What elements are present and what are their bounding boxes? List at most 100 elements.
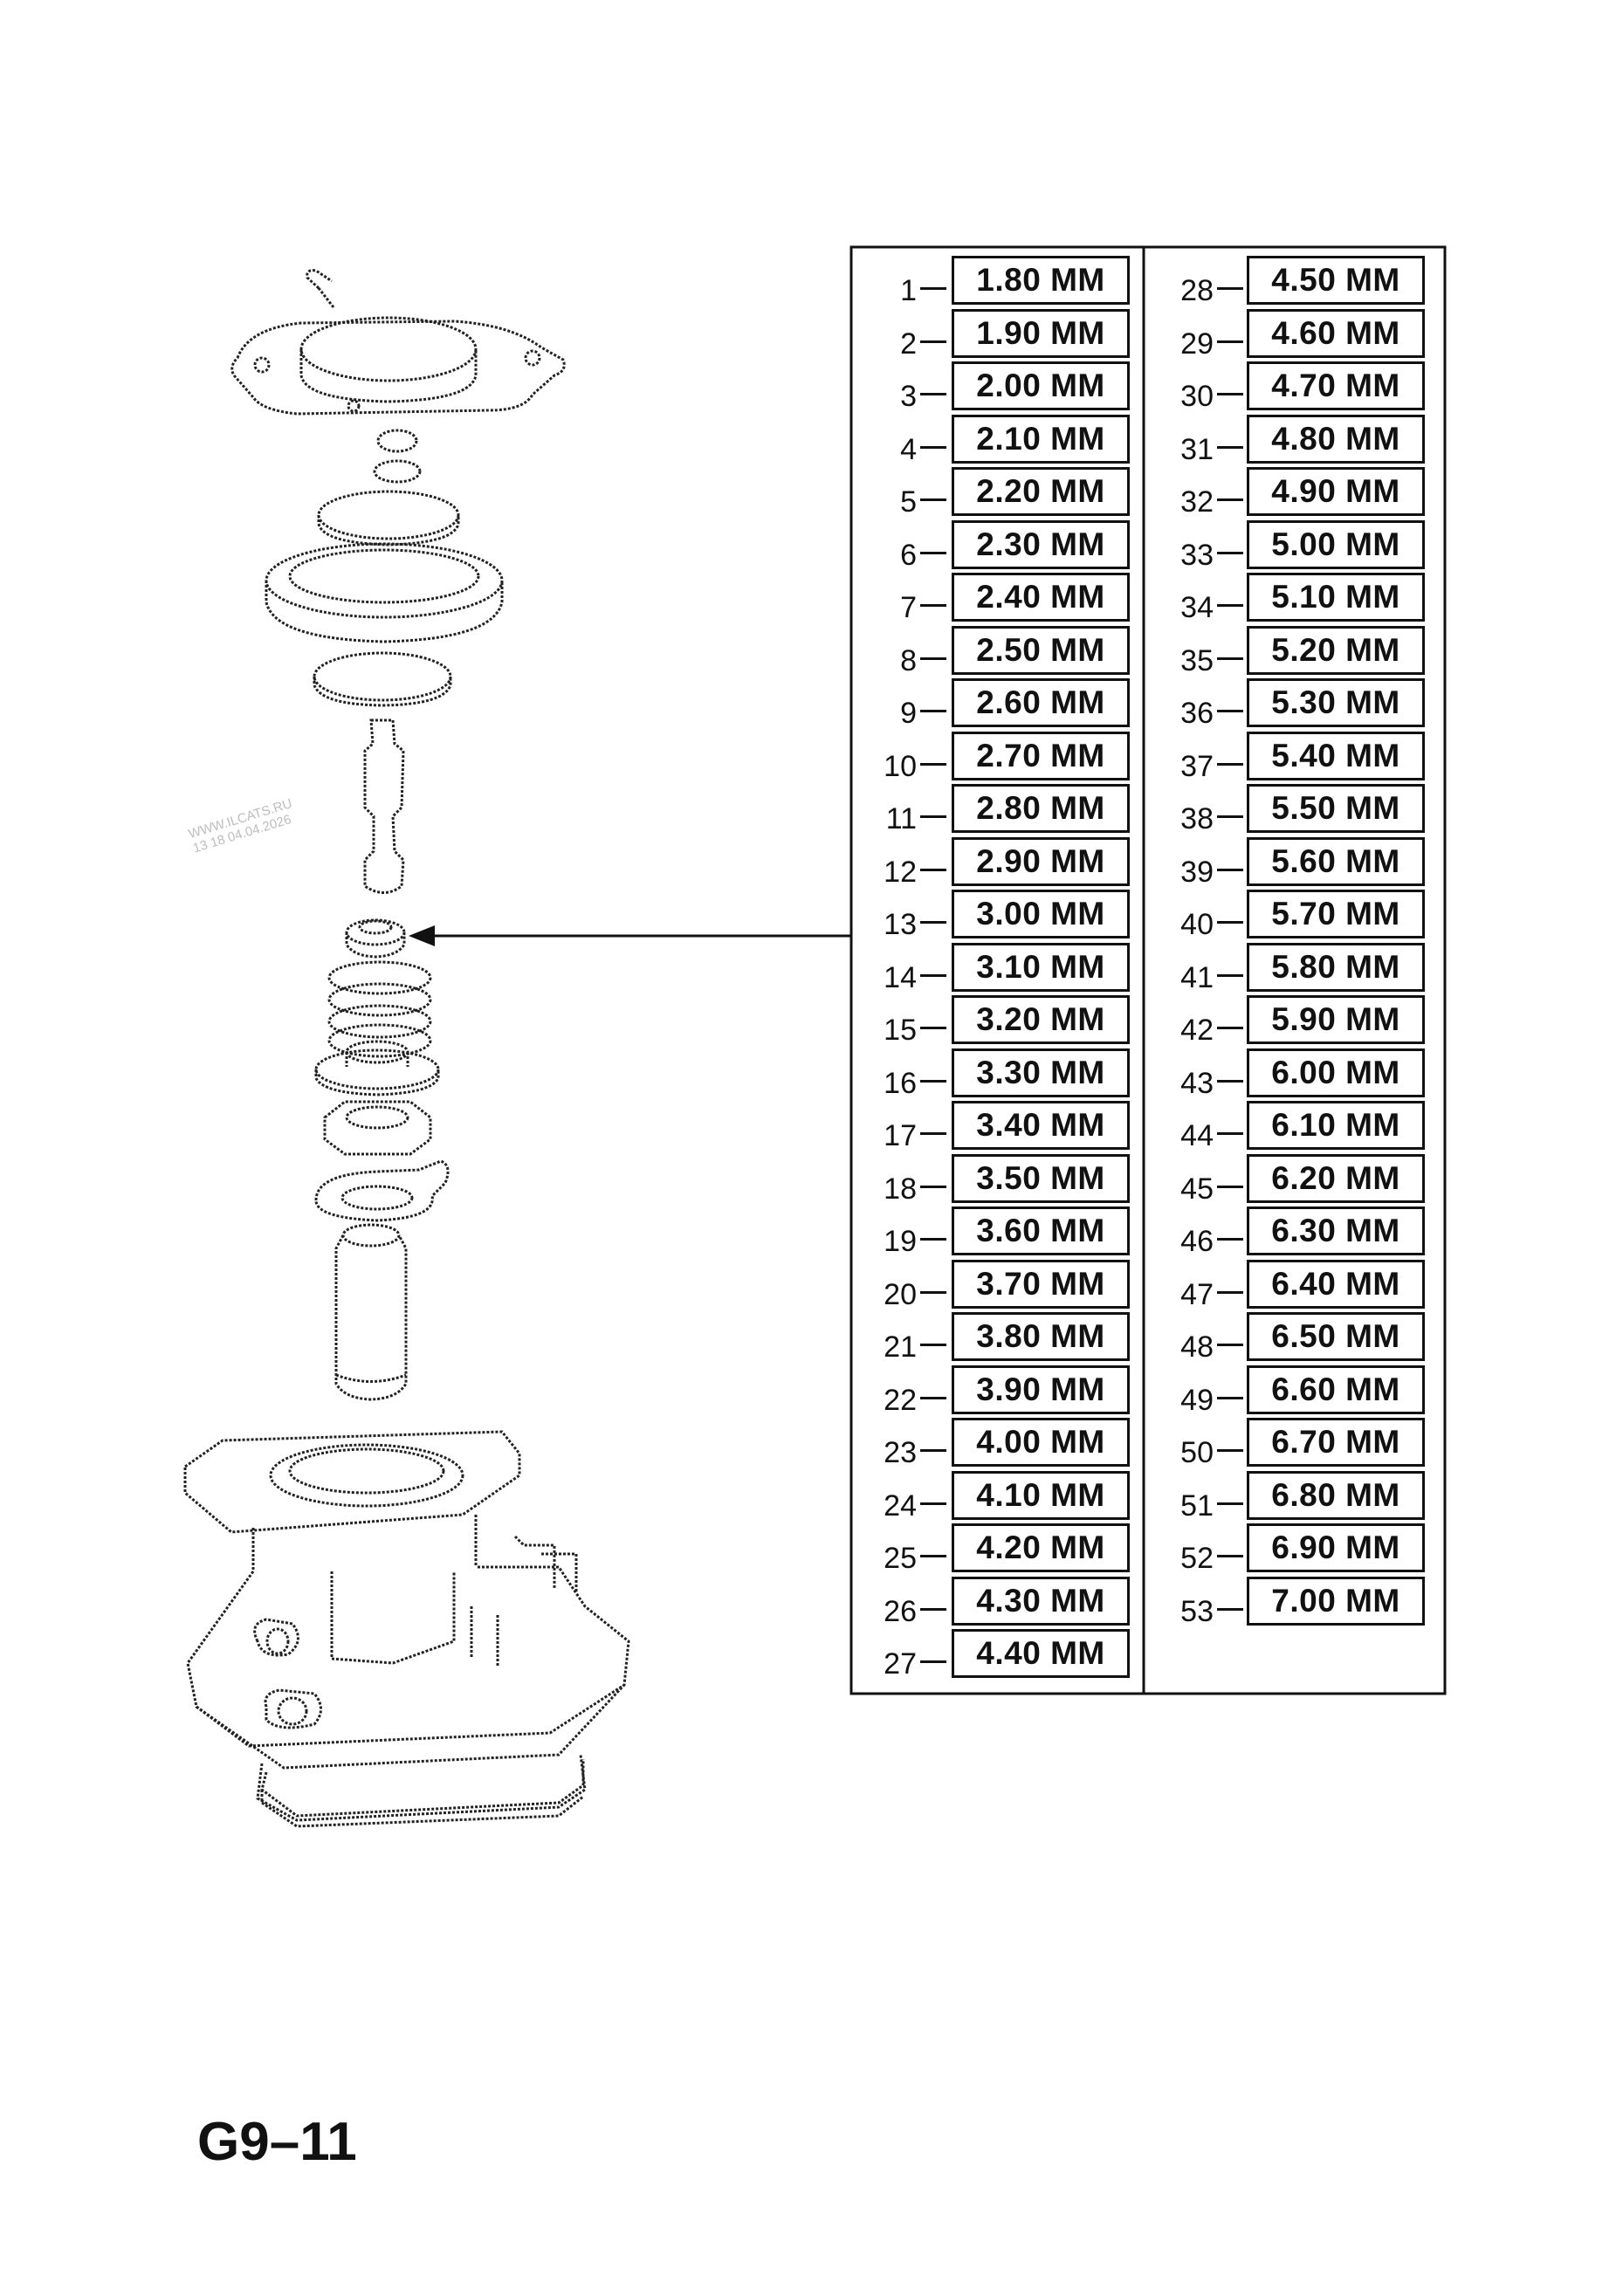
left-leader-line: [920, 551, 946, 554]
left-row-number: 25: [884, 1542, 917, 1575]
left-row-number: 8: [900, 643, 917, 677]
valve-stem-part: [363, 718, 405, 894]
right-leader-line: [1217, 973, 1243, 977]
right-size-label: 5.20 MM: [1247, 625, 1425, 675]
lower-plate-part: [313, 651, 452, 707]
bracket-washer-part: [314, 1159, 450, 1222]
left-row-number: 6: [900, 538, 917, 572]
right-size-label: 4.60 MM: [1247, 308, 1425, 358]
left-leader-line: [920, 1132, 946, 1135]
right-row-number: 40: [1180, 908, 1214, 941]
left-leader-line: [920, 973, 946, 977]
left-size-label: 2.80 MM: [952, 784, 1130, 833]
left-row-number: 4: [900, 432, 917, 466]
left-leader-line: [920, 340, 946, 343]
right-size-label: 6.30 MM: [1247, 1206, 1425, 1255]
left-size-label: 2.10 MM: [952, 414, 1130, 464]
right-row-number: 36: [1180, 697, 1214, 730]
diaphragm-part: [265, 542, 504, 643]
left-row-number: 14: [884, 960, 917, 994]
left-size-label: 2.70 MM: [952, 731, 1130, 780]
left-leader-line: [920, 1238, 946, 1241]
left-size-label: 2.40 MM: [952, 573, 1130, 622]
right-row-number: 30: [1180, 380, 1214, 413]
left-size-label: 3.00 MM: [952, 890, 1130, 938]
right-leader-line: [1217, 1238, 1243, 1241]
left-row-number: 18: [884, 1172, 917, 1206]
left-size-label: 2.30 MM: [952, 519, 1130, 569]
left-leader-line: [920, 1027, 946, 1029]
left-size-label: 1.80 MM: [952, 256, 1130, 305]
right-row-number: 46: [1180, 1225, 1214, 1258]
right-size-label: 5.90 MM: [1247, 995, 1425, 1044]
left-row-number: 12: [884, 855, 917, 889]
right-row-number: 28: [1180, 274, 1214, 307]
left-row-number: 27: [884, 1647, 917, 1681]
guide-sleeve-part: [334, 1223, 408, 1401]
left-row-number: 1: [900, 274, 917, 307]
right-size-label: 6.40 MM: [1247, 1259, 1425, 1309]
left-leader-line: [920, 1344, 946, 1346]
right-row-number: 53: [1180, 1594, 1214, 1628]
left-size-label: 2.90 MM: [952, 836, 1130, 886]
left-leader-line: [920, 1396, 946, 1399]
right-leader-line: [1217, 1290, 1243, 1294]
right-leader-line: [1217, 393, 1243, 395]
left-size-label: 3.60 MM: [952, 1206, 1130, 1255]
pointer-arrow: [409, 925, 851, 946]
right-row-number: 37: [1180, 749, 1214, 783]
right-size-label: 6.50 MM: [1247, 1312, 1425, 1361]
top-cover-part: [230, 269, 566, 416]
right-leader-line: [1217, 762, 1243, 766]
left-row-number: 26: [884, 1594, 917, 1628]
right-row-number: 31: [1180, 432, 1214, 466]
right-leader-line: [1217, 710, 1243, 712]
left-size-label: 4.40 MM: [952, 1629, 1130, 1678]
left-size-label: 2.50 MM: [952, 625, 1130, 675]
left-size-label: 2.20 MM: [952, 467, 1130, 516]
hex-nut-part: [323, 1100, 432, 1156]
right-leader-line: [1217, 921, 1243, 924]
right-row-number: 45: [1180, 1172, 1214, 1206]
left-leader-line: [920, 604, 946, 607]
right-size-label: 5.50 MM: [1247, 784, 1425, 833]
right-row-number: 52: [1180, 1542, 1214, 1575]
left-leader-line: [920, 710, 946, 712]
right-row-number: 29: [1180, 327, 1214, 361]
right-row-number: 50: [1180, 1436, 1214, 1469]
right-row-number: 32: [1180, 485, 1214, 519]
left-row-number: 15: [884, 1014, 917, 1047]
left-row-number: 11: [885, 802, 917, 835]
left-row-number: 16: [884, 1066, 917, 1100]
right-size-label: 6.10 MM: [1247, 1101, 1425, 1150]
right-size-label: 7.00 MM: [1247, 1576, 1425, 1626]
right-size-label: 5.60 MM: [1247, 836, 1425, 886]
left-size-label: 3.40 MM: [952, 1101, 1130, 1150]
left-leader-line: [920, 868, 946, 871]
right-row-number: 49: [1180, 1383, 1214, 1417]
left-leader-line: [920, 445, 946, 449]
right-size-label: 4.50 MM: [1247, 256, 1425, 305]
left-leader-line: [920, 815, 946, 818]
left-leader-line: [920, 1555, 946, 1557]
right-row-number: 43: [1180, 1066, 1214, 1100]
left-row-number: 9: [900, 697, 917, 730]
left-leader-line: [920, 498, 946, 501]
right-leader-line: [1217, 1607, 1243, 1611]
right-leader-line: [1217, 1555, 1243, 1557]
left-size-label: 3.10 MM: [952, 942, 1130, 992]
right-leader-line: [1217, 1079, 1243, 1083]
left-size-label: 3.50 MM: [952, 1153, 1130, 1203]
right-size-label: 4.90 MM: [1247, 467, 1425, 516]
right-size-label: 5.80 MM: [1247, 942, 1425, 992]
right-leader-line: [1217, 445, 1243, 449]
left-leader-line: [920, 762, 946, 766]
right-leader-line: [1217, 287, 1243, 290]
left-size-label: 4.30 MM: [952, 1576, 1130, 1626]
left-size-label: 3.80 MM: [952, 1312, 1130, 1361]
left-leader-line: [920, 287, 946, 290]
right-leader-line: [1217, 1027, 1243, 1029]
left-size-label: 3.30 MM: [952, 1048, 1130, 1097]
right-leader-line: [1217, 656, 1243, 660]
